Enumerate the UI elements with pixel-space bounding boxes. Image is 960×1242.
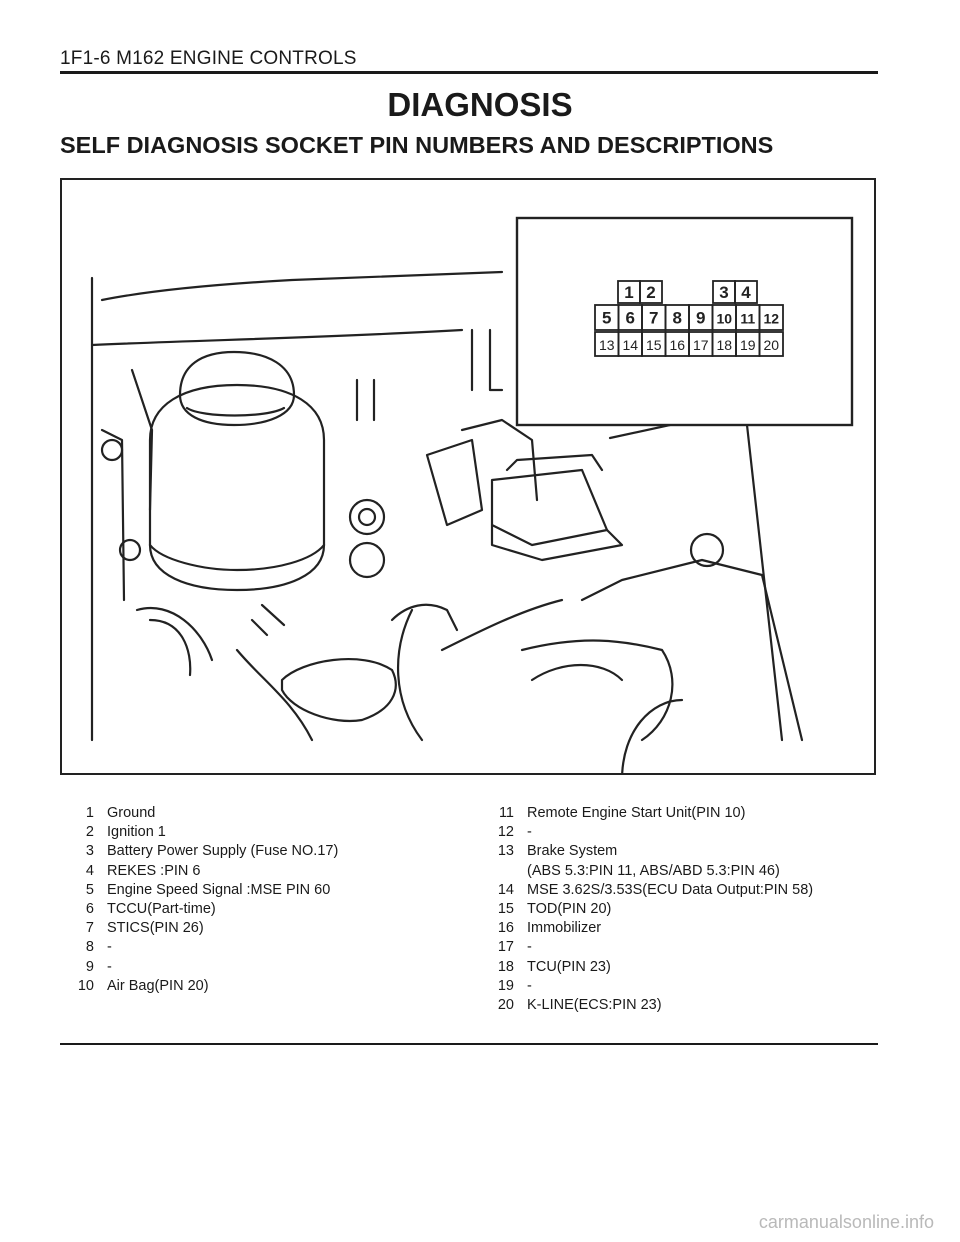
watermark-text: carmanualsonline.info [758,1212,934,1232]
pin-description: - [527,977,532,994]
pin-cell [758,331,784,357]
pin-row: 17- [480,938,880,957]
pin-number: 9 [85,958,94,975]
pin-number: 8 [85,939,94,956]
pin-description: REKES :PIN 6 [107,862,201,879]
pin-row: 15 TOD(PIN 20) [480,900,880,919]
pin-description: TCU(PIN 23) [527,958,611,975]
pin-cell-label: 12 [763,311,779,327]
pin-number: 19 [497,977,514,994]
pin-number: 4 [85,862,94,879]
pin-number: 6 [85,901,94,918]
pin-row: 4 REKES :PIN 6 [60,862,460,881]
pin-cell-label: 16 [669,337,685,353]
pin-description: - [527,824,532,841]
pin-row: 6 TCCU(Part-time) [60,900,460,919]
pin-description: TCCU(Part-time) [107,901,216,918]
pin-description: Ground [107,805,156,821]
pin-description: - [527,939,532,956]
pin-number: 14 [497,881,514,898]
pin-description: Engine Speed Signal :MSE PIN 60 [107,881,331,898]
pin-cell-label: 19 [740,337,756,353]
pin-description: Remote Engine Start Unit(PIN 10) [527,805,746,821]
pin-cell-label: 10 [716,311,732,327]
page-title: DIAGNOSIS [387,86,573,123]
pin-row: 7 STICS(PIN 26) [60,919,460,938]
pin-row: 1 Ground [60,804,460,823]
pin-row: 12- [480,823,880,842]
pin-cell-label: 20 [763,337,779,353]
pin-number: 7 [85,920,94,937]
pin-cell-label: 11 [740,311,755,327]
pin-cell-label: 3 [719,283,728,302]
header-divider [60,71,878,74]
pin-number: 11 [498,805,514,821]
footer-divider [60,1043,878,1045]
pin-cell-label: 2 [646,283,655,302]
pin-row: 16 Immobilizer [480,919,880,938]
pin-cell-label: 13 [599,337,615,353]
pin-row: 2 Ignition 1 [60,823,460,842]
pin-row: 20 K-LINE(ECS:PIN 23) [480,996,880,1015]
pin-cell-label: 18 [716,337,732,353]
section-subtitle: SELF DIAGNOSIS SOCKET PIN NUMBERS AND DE… [60,132,774,158]
page-header: 1F1-6 M162 ENGINE CONTROLS [60,48,357,69]
pin-description: Brake System (ABS 5.3:PIN 11, ABS/ABD 5.… [527,843,780,879]
pin-description: Battery Power Supply (Fuse NO.17) [107,843,339,860]
pin-cell-label: 1 [624,283,633,302]
pin-description: Immobilizer [527,920,602,937]
pin-row: 19- [480,977,880,996]
pin-row: 5 Engine Speed Signal :MSE PIN 60 [60,881,460,900]
pin-row: 8- [60,938,460,957]
pin-row: 14 MSE 3.62S/3.53S(ECU Data Output:PIN 58… [480,881,880,900]
pin-number: 10 [77,977,94,994]
pin-cell-label: 5 [602,309,611,328]
pin-number: 13 [497,843,514,860]
pin-number: 15 [497,901,514,918]
pin-cell-label: 7 [649,309,658,328]
pin-row: 9- [60,958,460,977]
pin-cell [758,304,784,331]
pin-description: Air Bag(PIN 20) [107,977,209,994]
pin-cell [734,280,758,304]
pin-number: 16 [497,920,514,937]
pin-cell-label: 15 [646,337,662,353]
pin-number: 20 [497,997,514,1014]
pin-number: 1 [85,805,94,821]
pin-cell-label: 9 [696,309,705,328]
pin-description: - [107,958,112,975]
pin-number: 5 [85,881,94,898]
pin-row: 13 Brake System (ABS 5.3:PIN 11, ABS/ABD … [480,842,880,880]
pin-cell-label: 6 [626,309,635,328]
pin-description: Ignition 1 [107,824,166,841]
pin-description: STICS(PIN 26) [107,920,204,937]
pin-list-left: 1 Ground 2 Ignition 1 3 Battery Power Supply … [60,804,460,996]
pin-description: K-LINE(ECS:PIN 23) [527,997,662,1014]
pin-cell-label: 4 [741,283,751,302]
pin-cell-label: 8 [673,309,682,328]
pin-number: 3 [85,843,94,860]
pin-number: 2 [85,824,94,841]
pin-description: - [107,939,112,956]
pin-cell-label: 17 [693,337,709,353]
pin-cell-label: 14 [622,337,638,353]
pin-number: 18 [497,958,514,975]
pin-number: 17 [497,939,514,956]
pin-row: 3 Battery Power Supply (Fuse NO.17) [60,842,460,861]
pin-number: 12 [497,824,514,841]
pin-row: 11 Remote Engine Start Unit(PIN 10) [480,804,880,823]
pin-row: 18 TCU(PIN 23) [480,958,880,977]
pin-cell [639,280,663,304]
pin-description: TOD(PIN 20) [527,901,612,918]
pin-description: MSE 3.62S/3.53S(ECU Data Output:PIN 58) [527,881,814,898]
pin-row: 10 Air Bag(PIN 20) [60,977,460,996]
